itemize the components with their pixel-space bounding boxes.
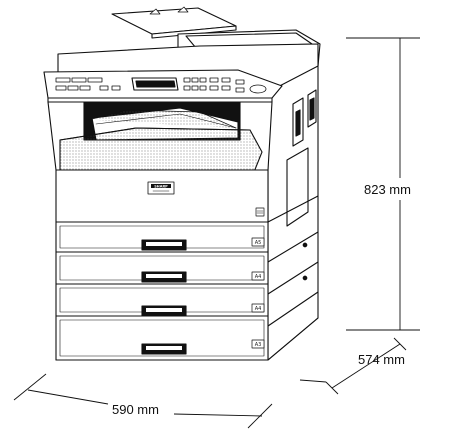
- side-handle: [286, 147, 309, 227]
- paper-tray-1: [55, 221, 269, 253]
- tray-2-size-label: A4: [255, 274, 262, 280]
- depth-dimension-label: 574 mm: [358, 352, 405, 367]
- width-dimension-line: [27, 389, 109, 405]
- tray-4-size-label: A3: [255, 342, 262, 348]
- paper-tray-3: [55, 283, 269, 317]
- copier-illustration: SHARP: [43, 6, 321, 361]
- tray-size-labels: A5 A4 A4 A3: [255, 240, 262, 348]
- height-dimension-label: 823 mm: [364, 182, 411, 197]
- paper-tray-2: [55, 251, 269, 285]
- sharp-logo: SHARP: [154, 184, 168, 188]
- paper-tray-4: [55, 315, 269, 361]
- tray-1-size-label: A5: [255, 240, 262, 246]
- width-dimension-label: 590 mm: [112, 402, 159, 417]
- control-panel-buttons: [55, 77, 267, 94]
- front-body-panel: [55, 169, 269, 223]
- tray-3-size-label: A4: [255, 306, 262, 312]
- width-extension-left: [13, 373, 47, 401]
- dimension-lines: [13, 37, 420, 429]
- side-vents: [292, 89, 317, 147]
- depth-dimension-line: [331, 343, 401, 389]
